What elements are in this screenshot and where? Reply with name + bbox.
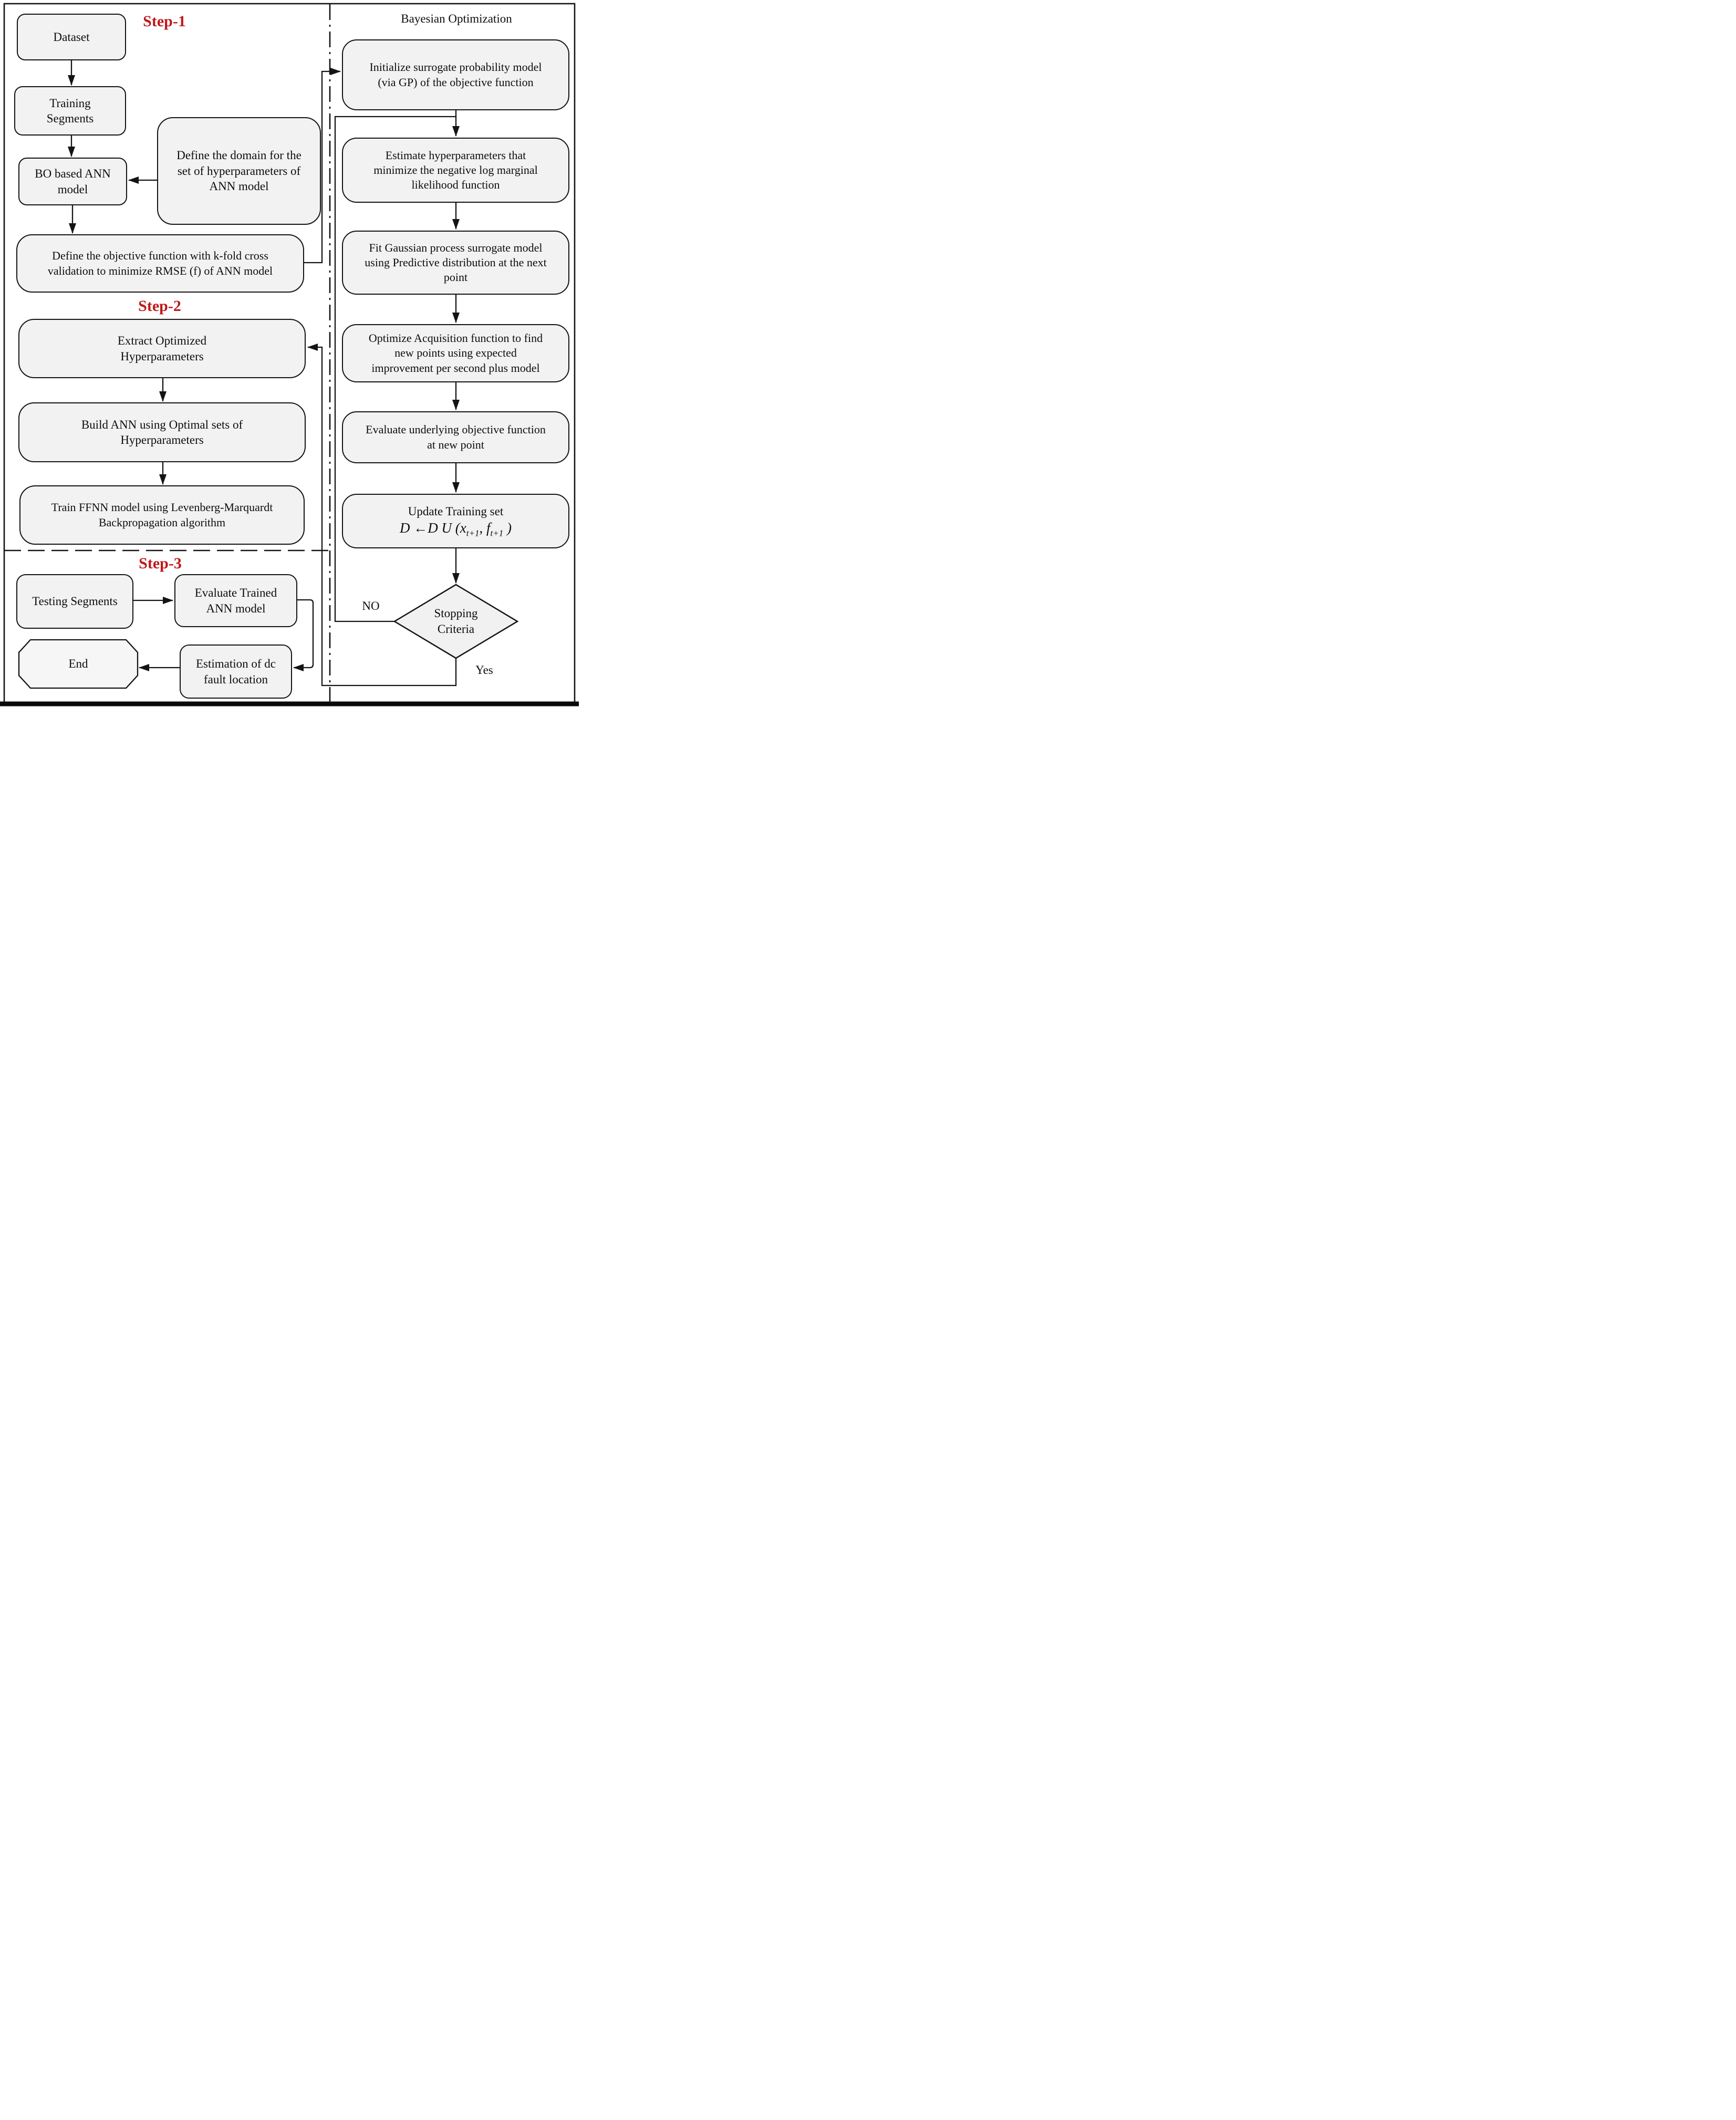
node-optimize-line1: Optimize Acquisition function to find <box>368 331 543 345</box>
update-math-sub1: t+1 <box>466 528 480 538</box>
node-testing-label: Testing Segments <box>32 595 118 608</box>
node-update-training-set: Update Training set D ←D U (xt+1, ft+1 ) <box>342 494 569 548</box>
node-initialize-line2: (via GP) of the objective function <box>378 75 534 89</box>
step3-title: Step-3 <box>139 555 182 572</box>
flowchart-canvas: Step-1 Step-2 Step-3 Bayesian Optimizati… <box>0 0 579 706</box>
node-boann-line2: model <box>57 182 88 196</box>
node-estimate-hyperparameters: Estimate hyperparameters that minimize t… <box>342 138 569 203</box>
node-optimize-acquisition: Optimize Acquisition function to find ne… <box>342 324 569 382</box>
node-objective-line2: validation to minimize RMSE (f) of ANN m… <box>47 264 273 277</box>
node-fit-gaussian-process: Fit Gaussian process surrogate model usi… <box>342 231 569 295</box>
node-evaluate-line2: ANN model <box>206 601 266 615</box>
node-estimation-line1: Estimation of dc <box>195 657 276 671</box>
update-math-mid: , f <box>479 520 491 536</box>
update-math-sub2: t+1 <box>490 528 504 538</box>
node-initialize-surrogate: Initialize surrogate probability model (… <box>342 39 569 110</box>
edge-yes-extract <box>307 344 457 687</box>
node-domain-line1: Define the domain for the <box>176 149 302 162</box>
node-domain-line3: ANN model <box>209 180 269 193</box>
node-estimation-line2: fault location <box>204 672 268 686</box>
node-update-line1: Update Training set <box>408 504 504 518</box>
node-extract-hyperparameters: Extract Optimized Hyperparameters <box>18 319 306 378</box>
node-define-objective: Define the objective function with k-fol… <box>16 234 304 293</box>
connector-layer <box>0 3 579 706</box>
node-evaluate-line1: Evaluate Trained <box>194 586 277 600</box>
node-fit-line1: Fit Gaussian process surrogate model <box>369 241 543 254</box>
edge-evaluate-estimation <box>293 599 314 671</box>
update-math-pre: D ←D U (x <box>400 520 466 536</box>
end-octagon <box>18 639 139 689</box>
node-objective-line1: Define the objective function with k-fol… <box>52 249 268 263</box>
node-build-line1: Build ANN using Optimal sets of <box>81 418 243 431</box>
node-extract-line2: Hyperparameters <box>120 349 204 363</box>
step2-title: Step-2 <box>138 297 181 315</box>
node-testing-segments: Testing Segments <box>16 574 133 629</box>
node-stopping-line2: Criteria <box>437 622 475 636</box>
node-training-segments: Training Segments <box>14 86 126 136</box>
node-end: End <box>19 640 138 688</box>
step1-title: Step-1 <box>143 13 186 30</box>
node-build-line2: Hyperparameters <box>120 433 204 446</box>
node-stopping-criteria: Stopping Criteria <box>394 585 517 658</box>
node-optimize-line3: improvement per second plus model <box>371 361 540 375</box>
no-branch-label: NO <box>362 599 380 612</box>
node-end-label: End <box>68 657 88 671</box>
node-bo-based-ann: BO based ANN model <box>18 158 127 205</box>
node-estimation-fault: Estimation of dc fault location <box>180 645 292 699</box>
node-optimize-line2: new points using expected <box>394 346 517 360</box>
node-training-line2: Segments <box>46 112 94 125</box>
node-fit-line3: point <box>443 271 468 284</box>
node-evalobj-line1: Evaluate underlying objective function <box>366 423 546 437</box>
node-define-domain: Define the domain for the set of hyperpa… <box>157 117 321 225</box>
node-stopping-line1: Stopping <box>434 607 478 620</box>
node-dataset: Dataset <box>17 14 126 60</box>
node-boann-line1: BO based ANN <box>35 167 111 181</box>
node-update-math: D ←D U (xt+1, ft+1 ) <box>400 520 512 538</box>
node-fit-line2: using Predictive distribution at the nex… <box>365 255 547 269</box>
node-initialize-line1: Initialize surrogate probability model <box>369 60 542 74</box>
node-evaluate-ann: Evaluate Trained ANN model <box>174 574 297 627</box>
node-training-line1: Training <box>49 96 91 110</box>
node-train-ffnn: Train FFNN model using Levenberg-Marquar… <box>19 485 305 545</box>
node-evalobj-line2: at new point <box>427 438 484 451</box>
bayesian-optimization-title: Bayesian Optimization <box>401 12 512 25</box>
stopping-criteria-diamond <box>393 584 519 659</box>
node-build-ann: Build ANN using Optimal sets of Hyperpar… <box>18 402 306 462</box>
node-estimate-line1: Estimate hyperparameters that <box>385 148 526 162</box>
node-domain-line2: set of hyperparameters of <box>177 164 301 178</box>
node-extract-line1: Extract Optimized <box>117 334 207 348</box>
node-estimate-line3: likelihood function <box>411 178 500 192</box>
edge-no-feedback-loop <box>334 116 455 622</box>
node-trainffnn-line2: Backpropagation algorithm <box>98 515 226 529</box>
node-estimate-line2: minimize the negative log marginal <box>373 163 538 176</box>
node-dataset-label: Dataset <box>53 30 90 44</box>
yes-branch-label: Yes <box>475 663 493 677</box>
node-evaluate-objective: Evaluate underlying objective function a… <box>342 411 569 463</box>
node-trainffnn-line1: Train FFNN model using Levenberg-Marquar… <box>51 501 273 514</box>
edge-objective-initialize <box>304 68 341 264</box>
update-math-post: ) <box>503 520 512 536</box>
